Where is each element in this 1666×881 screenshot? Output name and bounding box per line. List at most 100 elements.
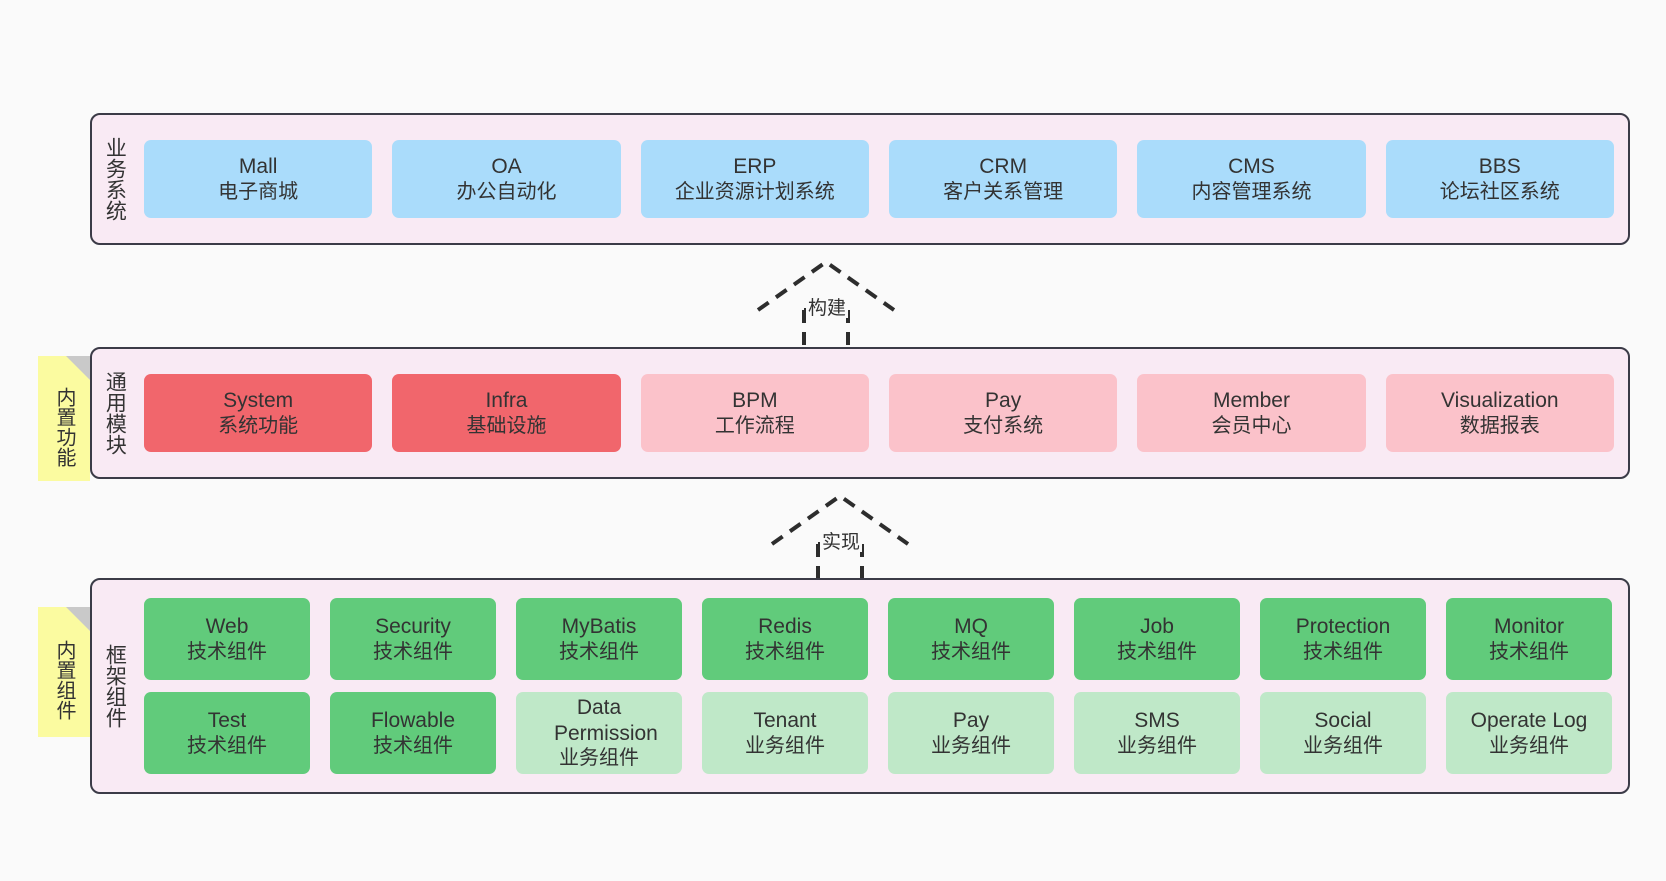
card-name: Web bbox=[205, 615, 249, 638]
card-desc: 业务组件 bbox=[931, 734, 1011, 757]
component-card-flowable[interactable]: Flowable 技术组件 bbox=[330, 692, 496, 774]
card-desc: 技术组件 bbox=[931, 640, 1011, 663]
layer-business-systems: 业务系统 Mall 电子商城 OA 办公自动化 ERP 企业资源计划系统 CRM… bbox=[90, 113, 1630, 245]
card-name: Redis bbox=[758, 615, 812, 638]
card-desc: 办公自动化 bbox=[456, 180, 557, 203]
card-name: Job bbox=[1140, 615, 1174, 638]
card-desc: 论坛社区系统 bbox=[1439, 180, 1560, 203]
card-desc: 业务组件 bbox=[1117, 734, 1197, 757]
card-desc: 技术组件 bbox=[187, 640, 267, 663]
module-card-mall[interactable]: Mall 电子商城 bbox=[144, 140, 373, 218]
component-card-social[interactable]: Social 业务组件 bbox=[1260, 692, 1426, 774]
layer-body-business-systems: Mall 电子商城 OA 办公自动化 ERP 企业资源计划系统 CRM 客户关系… bbox=[136, 115, 1628, 243]
card-row: Web 技术组件 Security 技术组件 MyBatis 技术组件 Redi… bbox=[144, 598, 1612, 680]
component-card-job[interactable]: Job 技术组件 bbox=[1074, 598, 1240, 680]
module-card-bpm[interactable]: BPM 工作流程 bbox=[640, 374, 869, 452]
card-name: Flowable bbox=[370, 709, 456, 732]
card-name: SMS bbox=[1134, 709, 1180, 732]
component-card-pay[interactable]: Pay 业务组件 bbox=[888, 692, 1054, 774]
connector-implement: 实现 bbox=[770, 492, 910, 582]
card-name: Tenant bbox=[753, 709, 817, 732]
arrow-head-path bbox=[756, 259, 896, 312]
component-card-operate-log[interactable]: Operate Log 业务组件 bbox=[1446, 692, 1612, 774]
arrow-head-path bbox=[770, 493, 910, 546]
card-name: MyBatis bbox=[561, 615, 637, 638]
card-name: MQ bbox=[954, 615, 988, 638]
card-name: Security bbox=[375, 615, 451, 638]
fold-corner-icon bbox=[66, 356, 90, 380]
card-desc: 技术组件 bbox=[1117, 640, 1197, 663]
component-card-redis[interactable]: Redis 技术组件 bbox=[702, 598, 868, 680]
card-name: Protection bbox=[1295, 615, 1391, 638]
component-card-mq[interactable]: MQ 技术组件 bbox=[888, 598, 1054, 680]
card-name: BBS bbox=[1478, 155, 1521, 178]
card-name: Monitor bbox=[1493, 615, 1565, 638]
card-desc: 技术组件 bbox=[1489, 640, 1569, 663]
component-card-mybatis[interactable]: MyBatis 技术组件 bbox=[516, 598, 682, 680]
layer-framework-components: 框架组件 Web 技术组件 Security 技术组件 MyBatis 技术组件… bbox=[90, 578, 1630, 794]
card-row: Test 技术组件 Flowable 技术组件 Data Permission … bbox=[144, 692, 1612, 774]
card-row: System 系统功能 Infra 基础设施 BPM 工作流程 Pay 支付系统… bbox=[144, 374, 1614, 452]
component-card-tenant[interactable]: Tenant 业务组件 bbox=[702, 692, 868, 774]
side-tab-label: 内置功能 bbox=[53, 386, 75, 467]
connector-label-build: 构建 bbox=[806, 298, 849, 319]
card-name: Mall bbox=[238, 155, 278, 178]
module-card-erp[interactable]: ERP 企业资源计划系统 bbox=[640, 140, 869, 218]
card-desc: 系统功能 bbox=[218, 414, 299, 437]
card-desc: 工作流程 bbox=[714, 414, 795, 437]
card-desc: 会员中心 bbox=[1211, 414, 1292, 437]
component-card-protection[interactable]: Protection 技术组件 bbox=[1260, 598, 1426, 680]
card-name: Visualization bbox=[1441, 389, 1559, 412]
card-desc: 客户关系管理 bbox=[943, 180, 1064, 203]
card-desc: 技术组件 bbox=[1303, 640, 1383, 663]
layer-title-business-systems: 业务系统 bbox=[103, 137, 127, 221]
layer-body-framework-components: Web 技术组件 Security 技术组件 MyBatis 技术组件 Redi… bbox=[136, 580, 1628, 792]
card-desc: 业务组件 bbox=[745, 734, 825, 757]
layer-common-modules: 通用模块 System 系统功能 Infra 基础设施 BPM 工作流程 Pay… bbox=[90, 347, 1630, 479]
card-desc: 业务组件 bbox=[559, 747, 639, 770]
card-name: Infra bbox=[485, 389, 528, 412]
card-desc: 技术组件 bbox=[745, 640, 825, 663]
card-name: Member bbox=[1212, 389, 1290, 412]
module-card-system[interactable]: System 系统功能 bbox=[144, 374, 373, 452]
card-name: Social bbox=[1314, 709, 1372, 732]
card-desc: 技术组件 bbox=[373, 734, 453, 757]
side-tab-built-in-components: 内置组件 bbox=[38, 607, 90, 737]
card-desc: 业务组件 bbox=[1489, 734, 1569, 757]
layer-title-framework-components: 框架组件 bbox=[103, 644, 127, 728]
card-desc: 电子商城 bbox=[218, 180, 299, 203]
card-name: Pay bbox=[985, 389, 1022, 412]
component-card-monitor[interactable]: Monitor 技术组件 bbox=[1446, 598, 1612, 680]
component-card-data-permission[interactable]: Data Permission 业务组件 bbox=[516, 692, 682, 774]
card-name: ERP bbox=[733, 155, 777, 178]
connector-build: 构建 bbox=[756, 258, 896, 348]
card-name: CMS bbox=[1228, 155, 1275, 178]
component-card-test[interactable]: Test 技术组件 bbox=[144, 692, 310, 774]
module-card-member[interactable]: Member 会员中心 bbox=[1137, 374, 1366, 452]
module-card-bbs[interactable]: BBS 论坛社区系统 bbox=[1385, 140, 1614, 218]
component-card-security[interactable]: Security 技术组件 bbox=[330, 598, 496, 680]
module-card-visualization[interactable]: Visualization 数据报表 bbox=[1385, 374, 1614, 452]
card-desc: 支付系统 bbox=[963, 414, 1044, 437]
connector-label-implement: 实现 bbox=[820, 532, 863, 553]
card-name: CRM bbox=[979, 155, 1028, 178]
module-card-infra[interactable]: Infra 基础设施 bbox=[392, 374, 621, 452]
layer-title-common-modules: 通用模块 bbox=[103, 371, 127, 455]
component-card-web[interactable]: Web 技术组件 bbox=[144, 598, 310, 680]
card-desc: 企业资源计划系统 bbox=[674, 180, 835, 203]
module-card-cms[interactable]: CMS 内容管理系统 bbox=[1137, 140, 1366, 218]
module-card-oa[interactable]: OA 办公自动化 bbox=[392, 140, 621, 218]
side-tab-built-in-functions: 内置功能 bbox=[38, 356, 90, 481]
card-name: Pay bbox=[952, 709, 990, 732]
module-card-pay[interactable]: Pay 支付系统 bbox=[888, 374, 1118, 452]
card-desc: 技术组件 bbox=[559, 640, 639, 663]
fold-corner-icon bbox=[66, 607, 90, 631]
card-desc: 技术组件 bbox=[373, 640, 453, 663]
module-card-crm[interactable]: CRM 客户关系管理 bbox=[888, 140, 1118, 218]
component-card-sms[interactable]: SMS 业务组件 bbox=[1074, 692, 1240, 774]
layer-body-common-modules: System 系统功能 Infra 基础设施 BPM 工作流程 Pay 支付系统… bbox=[136, 349, 1628, 477]
card-name: Data Permission bbox=[554, 696, 658, 745]
card-desc: 技术组件 bbox=[187, 734, 267, 757]
card-row: Mall 电子商城 OA 办公自动化 ERP 企业资源计划系统 CRM 客户关系… bbox=[144, 140, 1614, 218]
